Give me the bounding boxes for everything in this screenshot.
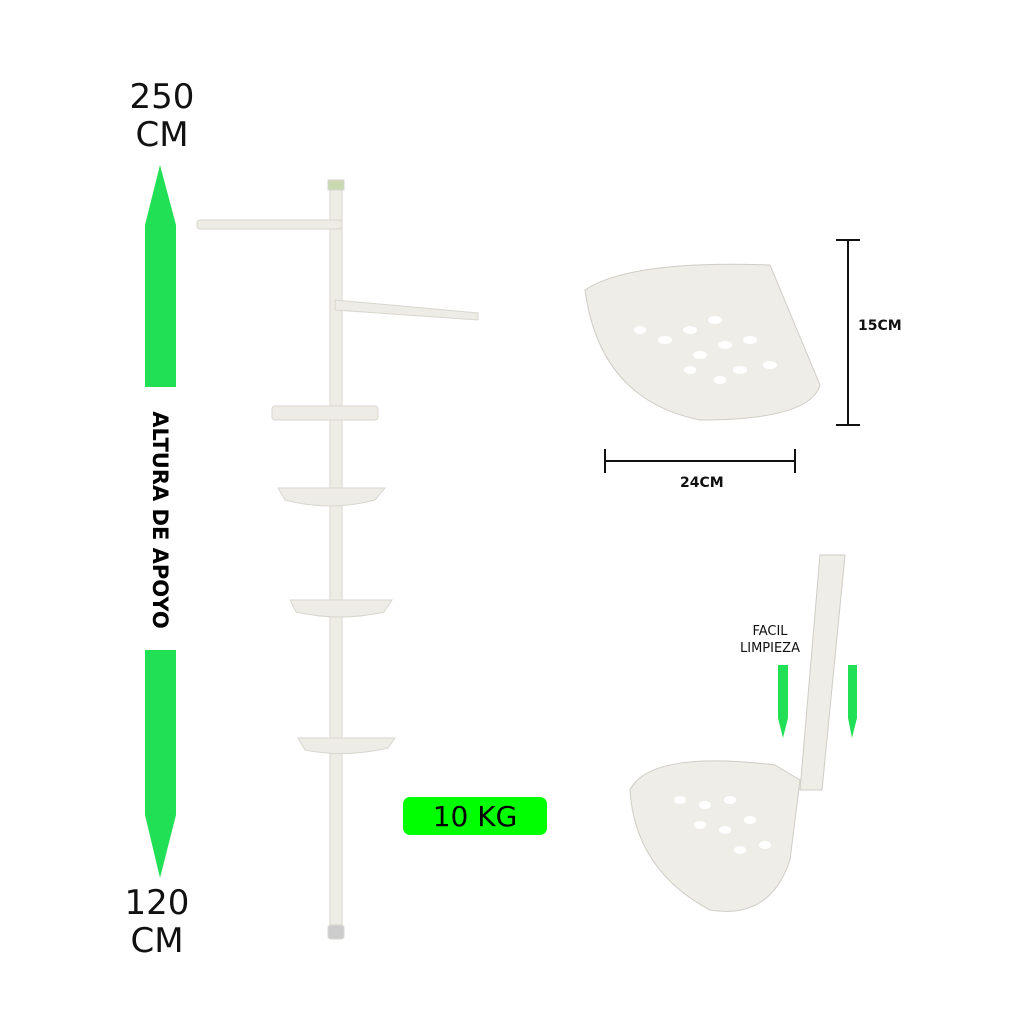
load-capacity-badge: 10 KG bbox=[403, 797, 547, 835]
cleaning-arrow-icon bbox=[778, 665, 857, 738]
shelf-height-label: 15CM bbox=[858, 318, 902, 334]
up-arrow-icon bbox=[145, 165, 176, 387]
height-label: ALTURA DE APOYO bbox=[140, 405, 180, 635]
min-height-unit: CM bbox=[130, 921, 184, 961]
cleaning-note: FACIL LIMPIEZA bbox=[730, 623, 810, 657]
down-arrow-icon bbox=[145, 650, 176, 878]
dimension-lines bbox=[604, 239, 860, 473]
max-height-unit: CM bbox=[135, 115, 189, 155]
tension-pole bbox=[196, 179, 479, 940]
max-height-number: 250 bbox=[129, 77, 195, 117]
height-label-text: ALTURA DE APOYO bbox=[148, 411, 172, 629]
cleaning-note-line2: LIMPIEZA bbox=[740, 641, 800, 656]
corner-shelf-top bbox=[584, 263, 821, 421]
min-height-number: 120 bbox=[124, 883, 190, 923]
corner-shelf-detail bbox=[629, 554, 846, 912]
shelf-width-label: 24CM bbox=[680, 475, 724, 491]
cleaning-note-line1: FACIL bbox=[752, 624, 788, 639]
